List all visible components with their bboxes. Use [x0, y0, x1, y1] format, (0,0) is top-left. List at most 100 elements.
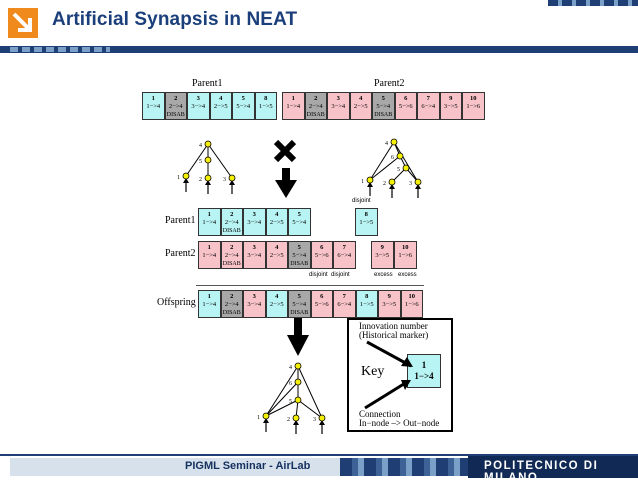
gene-disabled-flag: DISAB [290, 261, 309, 267]
gene-connection: 5−>4 [292, 219, 307, 226]
gene-number: 1 [207, 211, 211, 218]
network-node [292, 414, 300, 422]
input-arrowhead [205, 180, 211, 185]
gene-connection: 1−>5 [359, 219, 374, 226]
gene-disabled-flag: DISAB [222, 261, 241, 267]
parent2-label-mid: Parent2 [165, 248, 196, 259]
node-label: 1 [361, 179, 364, 185]
network-node [182, 172, 190, 180]
node-label: 2 [383, 181, 386, 187]
gene-number: 3 [252, 211, 256, 218]
header-pattern [10, 47, 110, 52]
gene-connection: 1−>4 [286, 103, 301, 110]
gene-number: 3 [252, 293, 256, 300]
gene-connection: 5−>6 [314, 252, 329, 259]
parent2-label-top: Parent2 [374, 78, 405, 89]
gene-connection: 1−>4 [202, 219, 217, 226]
disjoint-label-b: disjoint [309, 272, 328, 278]
parent1-label-top: Parent1 [192, 78, 223, 89]
gene-connection: 2−>5 [269, 252, 284, 259]
gene-number: 7 [426, 95, 430, 102]
gene-connection: 3−>4 [247, 301, 262, 308]
gene-number: 1 [207, 244, 211, 251]
gene-number: 10 [470, 95, 477, 102]
gene-connection: 3−>5 [443, 103, 458, 110]
gene-connection: 6−>4 [337, 252, 352, 259]
node-label: 1 [257, 415, 260, 421]
gene-number: 5 [241, 95, 245, 102]
network-node [294, 396, 302, 404]
network-node [204, 156, 212, 164]
gene-connection: 2−>5 [353, 103, 368, 110]
gene-disabled-flag: DISAB [222, 310, 241, 316]
gene-connection: 2−>4 [308, 103, 323, 110]
gene-connection: 5−>4 [292, 252, 307, 259]
network-node [262, 412, 270, 420]
node-label: 2 [287, 417, 290, 423]
gene-number: 2 [230, 211, 234, 218]
gene-number: 4 [275, 244, 279, 251]
network-node [414, 178, 422, 186]
gene-number: 1 [291, 95, 295, 102]
gene-number: 2 [230, 293, 234, 300]
gene-connection: 3−>4 [191, 103, 206, 110]
input-arrowhead [415, 184, 421, 189]
header-rule [0, 46, 638, 53]
input-arrowhead [319, 420, 325, 425]
gene-number: 10 [408, 293, 416, 300]
gene-number: 8 [365, 293, 369, 300]
historical-marker-label: (Historical marker) [359, 330, 429, 340]
gene-number: 6 [404, 95, 408, 102]
key-pointer-arrows-icon [364, 340, 413, 410]
gene-disabled-flag: DISAB [222, 228, 241, 234]
network-node [204, 174, 212, 182]
gene-connection: 1−>6 [466, 103, 481, 110]
network-edge [369, 155, 401, 181]
node-label: 5 [397, 167, 400, 173]
gene-connection: 3−>4 [247, 252, 262, 259]
input-arrowhead [229, 180, 235, 185]
gene-number: 5 [297, 293, 301, 300]
down-arrow-icon [287, 318, 309, 356]
gene-connection: 2−>5 [213, 103, 228, 110]
network-node [228, 174, 236, 182]
gene-connection: 3−>5 [375, 252, 390, 259]
network-node [294, 362, 302, 370]
innovation-number-label: Innovation number [359, 321, 428, 331]
footer-brand-band [468, 456, 638, 478]
gene-connection: 2−>4 [224, 219, 239, 226]
node-label: 4 [385, 141, 388, 147]
gene-disabled-flag: DISAB [374, 112, 393, 118]
network-node [204, 140, 212, 148]
gene-connection: 5−>4 [292, 301, 307, 308]
gene-connection: 1−>4 [202, 252, 217, 259]
in-out-node-label: In−node –> Out−node [359, 418, 440, 428]
gene-disabled-flag: DISAB [290, 310, 309, 316]
connection-label: Connection [359, 409, 401, 419]
network-node [294, 378, 302, 386]
gene-connection: 1−>4 [146, 103, 161, 110]
input-arrowhead [389, 184, 395, 189]
gene-number: 6 [320, 293, 324, 300]
input-arrowhead [183, 178, 189, 183]
gene-number: 8 [364, 211, 368, 218]
